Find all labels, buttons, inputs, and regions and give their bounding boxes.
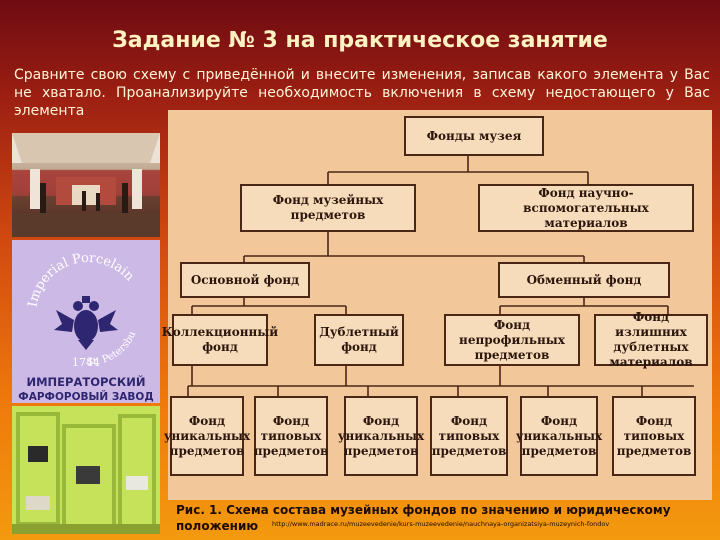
museum-funds-diagram: Фонды музея Фонд музейных предметов Фонд… bbox=[168, 110, 712, 500]
double-headed-eagle-icon bbox=[54, 296, 118, 350]
slide-title: Задание № 3 на практическое занятие bbox=[0, 28, 720, 53]
figure-caption: Рис. 1. Схема состава музейных фондов по… bbox=[176, 502, 716, 534]
box-unique-objects-fund: Фонд уникальных предметов bbox=[344, 396, 418, 476]
logo-line-2: ФАРФОРОВЫЙ ЗАВОД bbox=[18, 390, 153, 403]
box-collection-fund: Коллекционный фонд bbox=[172, 314, 268, 366]
logo-line-1: ИМПЕРАТОРСКИЙ bbox=[26, 374, 145, 389]
box-exchange-fund: Обменный фонд bbox=[498, 262, 670, 298]
box-unique-objects-fund: Фонд уникальных предметов bbox=[520, 396, 598, 476]
box-main-fund: Основной фонд bbox=[180, 262, 310, 298]
box-typical-objects-fund: Фонд типовых предметов bbox=[430, 396, 508, 476]
box-typical-objects-fund: Фонд типовых предметов bbox=[612, 396, 696, 476]
box-duplicate-fund: Дублетный фонд bbox=[314, 314, 404, 366]
logo-arc-text: Imperial Porcelain bbox=[26, 251, 138, 308]
box-unique-objects-fund: Фонд уникальных предметов bbox=[170, 396, 244, 476]
box-museum-objects-fund: Фонд музейных предметов bbox=[240, 184, 416, 232]
box-non-profile-fund: Фонд непрофильных предметов bbox=[444, 314, 580, 366]
box-auxiliary-materials-fund: Фонд научно-вспомогательных материалов bbox=[478, 184, 694, 232]
source-url[interactable]: http://www.madrace.ru/muzeevedenie/kurs-… bbox=[272, 520, 716, 528]
box-museum-funds: Фонды музея bbox=[404, 116, 544, 156]
box-surplus-duplicates-fund: Фонд излишних дублетных материалов bbox=[594, 314, 708, 366]
green-exhibit-photo bbox=[12, 406, 160, 534]
imperial-porcelain-logo: Imperial Porcelain 1744 St. Petersburg И… bbox=[12, 240, 160, 403]
box-typical-objects-fund: Фонд типовых предметов bbox=[254, 396, 328, 476]
museum-hall-photo bbox=[12, 133, 160, 237]
